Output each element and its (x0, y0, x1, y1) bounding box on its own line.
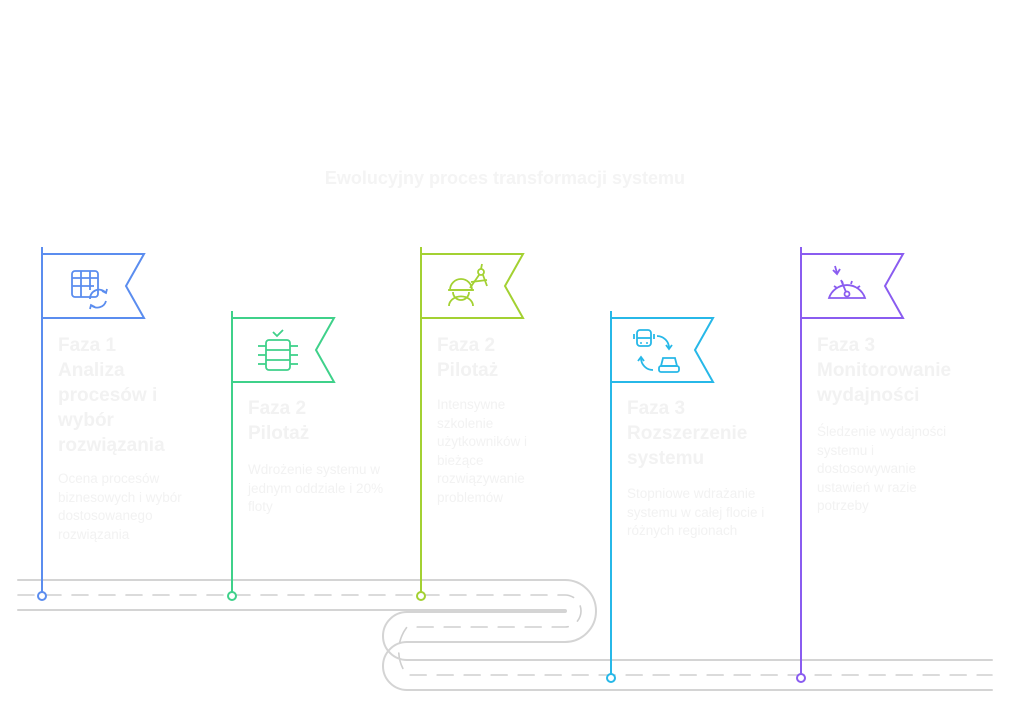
road-inner-boundary (18, 610, 992, 660)
flag-banner (611, 317, 715, 383)
road-milestone-dot (796, 673, 806, 683)
road-edge-top-inner (18, 594, 568, 610)
road-inner-edge-drawn (18, 610, 992, 660)
road-milestone-dot (606, 673, 616, 683)
phase-description: Stopniowe wdrażanie systemu w całej floc… (627, 486, 765, 538)
phase-marker-2 (227, 311, 336, 601)
phase-marker-4 (606, 311, 715, 683)
phase-heading: Faza 2 Pilotaż (437, 335, 499, 381)
phase-description: Intensywne szkolenie użytkowników i bież… (437, 397, 528, 505)
phase-marker-5 (796, 247, 905, 683)
server-check-icon (258, 329, 298, 371)
phase-heading: Faza 1 Analiza procesów i wybór rozwiąza… (58, 335, 165, 456)
road-milestone-dot (37, 591, 47, 601)
road-edge-inner-boundary (18, 610, 992, 660)
phase-description: Wdrożenie systemu w jednym oddziale i 20… (248, 462, 384, 514)
flag-banner (42, 253, 146, 319)
bus-car-transfer-icon (633, 329, 680, 373)
road-milestone-dot (416, 591, 426, 601)
flag-banner (232, 317, 336, 383)
phase-marker-1 (37, 247, 146, 601)
speedometer-icon (827, 265, 867, 299)
phase-heading: Faza 3 Rozszerzenie systemu (627, 398, 748, 469)
phase-heading: Faza 2 Pilotaż (248, 398, 310, 444)
phase-description: Ocena procesów biznesowych i wybór dosto… (58, 471, 182, 542)
road-edge-outer (17, 579, 993, 691)
road-inner-rim (18, 610, 992, 660)
road-centerline (17, 594, 993, 676)
road-edge-inner-visible (18, 610, 565, 660)
road-milestone-dot (227, 591, 237, 601)
phase-description: Śledzenie wydajności systemu i dostosowy… (817, 424, 947, 513)
road-edge-second (18, 610, 992, 660)
road-edge-hairpin (17, 609, 993, 661)
phase-marker-3 (416, 247, 525, 601)
spreadsheet-refresh-icon (71, 270, 108, 310)
flag-banner (801, 253, 905, 319)
road (17, 579, 993, 691)
engineer-compass-icon (448, 263, 488, 307)
diagram-title: Ewolucyjny proces transformacji systemu (324, 168, 686, 188)
flag-banner (421, 253, 525, 319)
road-edge-real (18, 610, 992, 660)
phase-heading: Faza 3 Monitorowanie wydajności (817, 335, 952, 406)
